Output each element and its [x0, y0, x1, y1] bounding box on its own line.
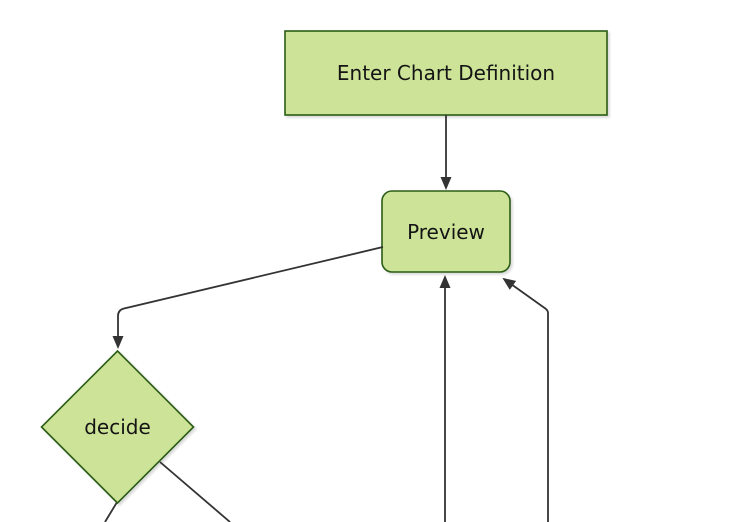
- edge-bottomright-to-preview: [502, 277, 549, 522]
- node-enter-chart-definition: [284, 30, 608, 116]
- edge-decide-to-offscreen-right: [159, 461, 231, 522]
- edge-decide-to-offscreen-left: [104, 502, 118, 522]
- node-decide: [40, 349, 195, 505]
- node-preview: [381, 190, 511, 273]
- nodes-layer: [40, 30, 608, 505]
- edges-layer: [104, 115, 549, 522]
- edge-preview-to-decide: [112, 246, 384, 349]
